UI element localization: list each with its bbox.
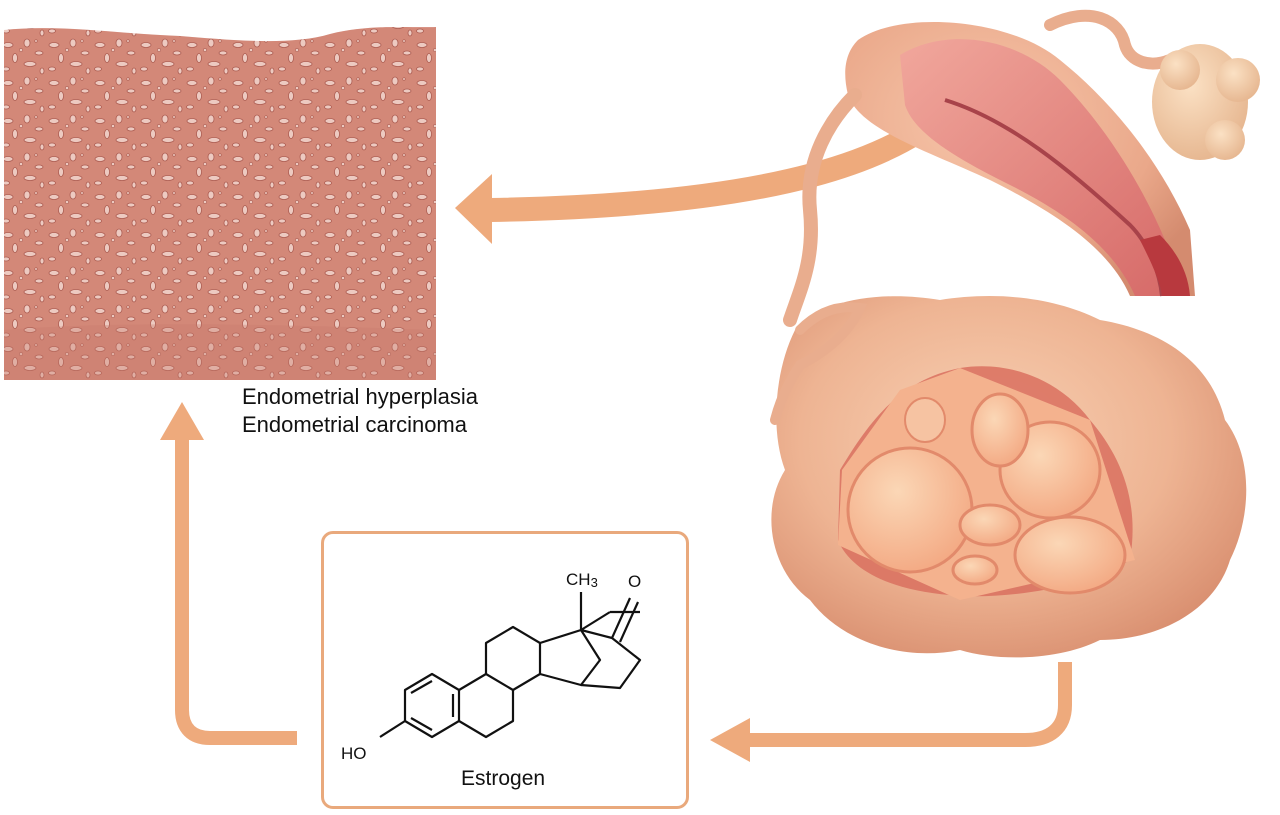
estrogen-label: Estrogen [461,767,545,790]
histology-caption: Endometrial hyperplasia Endometrial carc… [242,383,478,439]
ch3-label: CH3 [566,570,598,590]
caption-hyperplasia: Endometrial hyperplasia [242,384,479,409]
arrow-up-icon [160,402,297,745]
arrow-left-icon [710,662,1072,762]
oxygen-label: O [628,572,641,591]
hydroxyl-label: HO [341,744,367,763]
small-ovary-icon [1152,44,1260,160]
endometrial-histology-image [4,27,436,380]
caption-carcinoma: Endometrial carcinoma [242,412,467,437]
estrogen-box [321,531,689,809]
uterus-illustration [783,9,1195,327]
polycystic-ovary-illustration [770,296,1247,658]
